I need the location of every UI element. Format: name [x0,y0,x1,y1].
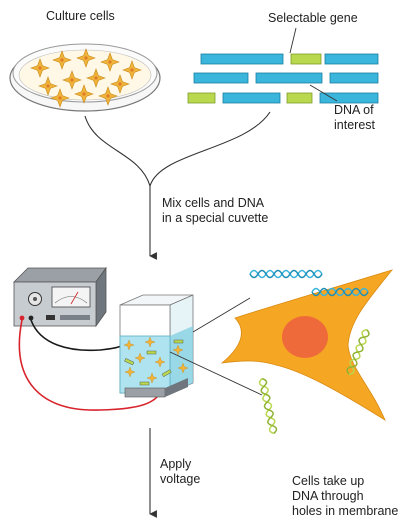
cells-take-up-label: Cells take up DNA through holes in membr… [292,474,399,518]
dna-fragment-cyan [222,92,281,104]
dna-fragment-cyan [329,72,379,84]
selectable-gene-fragment [290,53,322,65]
dna-of-interest-label: DNA of interest [334,103,375,132]
dna-interest-pointer [309,84,338,102]
selectable-gene-fragment [187,92,216,104]
zoom-line-bottom [169,351,263,396]
dna-fragment-cyan [193,72,249,84]
mix-step-label: Mix cells and DNA in a special cuvette [162,196,269,225]
selectable-gene-pointer [289,27,297,54]
dna-fragment-cyan [255,72,323,84]
apply-voltage-label: Apply voltage [160,457,201,486]
voltage-meter [51,286,91,308]
red-terminal [19,315,25,321]
dna-strands [249,269,370,435]
black-terminal [28,315,34,321]
dna-fragment-cyan [324,53,379,65]
red-wire [18,319,159,411]
culture-cells-label: Culture cells [46,9,115,23]
merge-lines [84,111,271,260]
selectable-gene-fragment [286,92,313,104]
selectable-gene-label: Selectable gene [268,11,358,25]
power-supply [13,266,107,328]
enlarged-cell [220,269,394,422]
nucleus [282,316,328,358]
zoom-line-top [192,297,251,333]
dna-fragments [187,53,379,104]
dna-fragment-cyan [319,92,379,104]
cuvette [119,294,194,398]
dna-fragment-cyan [200,53,284,65]
